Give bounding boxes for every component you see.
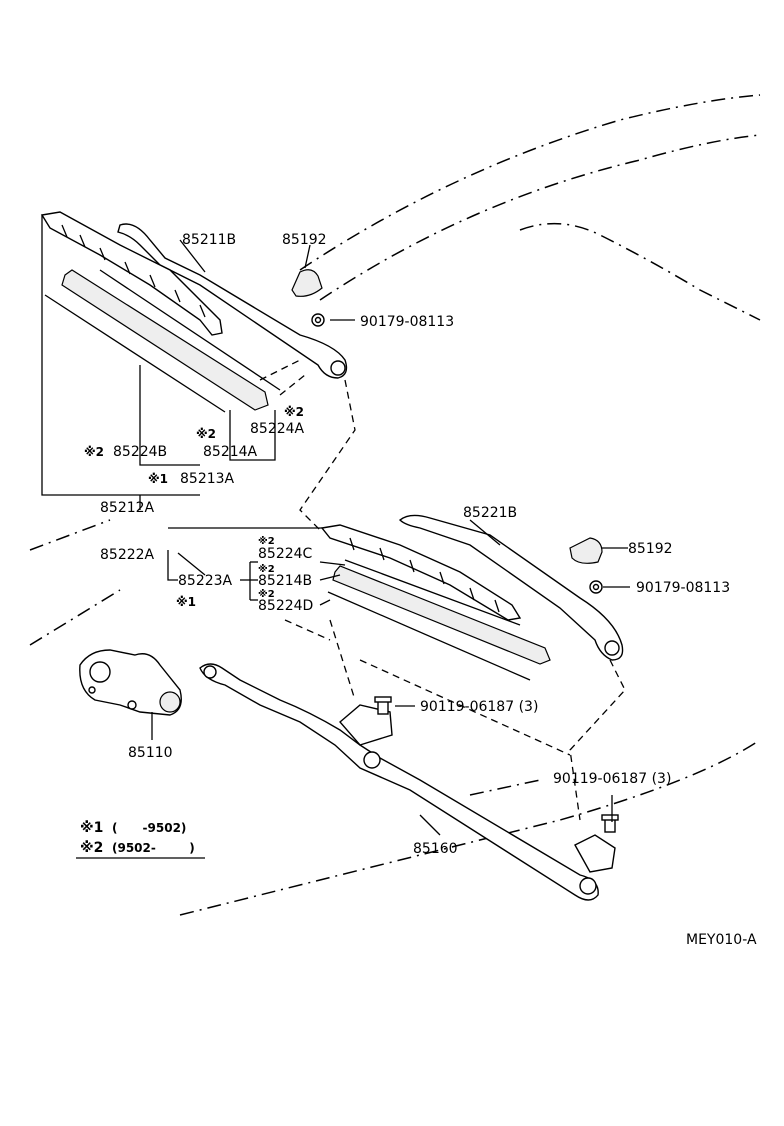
legend: ※1 ( -9502) ※2 (9502- ) — [80, 820, 195, 856]
mark-refill-rh: ※1 — [176, 595, 196, 609]
label-rubber-rh-d: 85224D — [258, 598, 313, 614]
blade-refill-lh — [44, 269, 281, 413]
arm-nut-rh — [589, 580, 603, 594]
label-rubber-rh-c: 85224C — [258, 546, 313, 562]
mark-refill-lh: ※1 — [148, 472, 168, 486]
label-refill-lh: 85213A — [180, 471, 235, 487]
arm-cap-lh — [291, 269, 323, 297]
label-link: 85160 — [413, 841, 458, 857]
label-cap-rh: 85192 — [628, 541, 673, 557]
mark-rubber-lh-a: ※2 — [284, 405, 304, 419]
legend-row1-range: ( -9502) — [112, 821, 186, 835]
label-rubber-lh-b: 85224B — [113, 444, 167, 460]
label-bolt-right: 90119-06187 (3) — [553, 771, 671, 787]
bolt-right — [601, 814, 619, 833]
connection-lines — [259, 359, 626, 821]
bolt-center — [374, 696, 392, 715]
label-refill-rh: 85223A — [178, 573, 233, 589]
label-blade-lh: 85212A — [100, 500, 155, 516]
label-rubber-lh-a: 85224A — [250, 421, 305, 437]
mark-backing-lh: ※2 — [196, 427, 216, 441]
label-backing-rh: 85214B — [258, 573, 312, 589]
part-labels: 85211B 85192 90179-08113 ※2 85224A ※2 85… — [84, 232, 730, 857]
wiper-motor — [79, 649, 182, 716]
leader-lines — [41, 215, 630, 859]
legend-row2-range: (9502- ) — [112, 841, 195, 855]
wiper-blade-frame-lh — [40, 211, 223, 336]
diagram-code: MEY010-A — [686, 932, 757, 948]
mark-rubber-rh-d: ※2 — [258, 588, 275, 600]
mark-backing-rh: ※2 — [258, 563, 275, 575]
label-blade-rh: 85222A — [100, 547, 155, 563]
label-nut-rh: 90179-08113 — [636, 580, 730, 596]
windshield-outline — [29, 94, 761, 916]
label-cap-lh: 85192 — [282, 232, 327, 248]
wiper-blade-frame-rh — [320, 524, 522, 621]
legend-row1-mark: ※1 — [80, 820, 103, 836]
mark-rubber-lh-b: ※2 — [84, 445, 104, 459]
blade-refill-rh — [327, 559, 551, 681]
wiper-arm-rh — [398, 514, 624, 661]
arm-cap-rh — [569, 537, 603, 564]
legend-row2-mark: ※2 — [80, 840, 103, 856]
label-arm-rh: 85221B — [463, 505, 517, 521]
label-arm-lh: 85211B — [182, 232, 236, 248]
arm-nut-lh — [311, 313, 325, 327]
label-nut-lh: 90179-08113 — [360, 314, 454, 330]
label-bolt-center: 90119-06187 (3) — [420, 699, 538, 715]
label-backing-lh: 85214A — [203, 444, 258, 460]
wiper-arm-lh — [117, 223, 348, 379]
mark-rubber-rh-c: ※2 — [258, 535, 275, 547]
wiper-link — [199, 663, 616, 901]
label-motor: 85110 — [128, 745, 173, 761]
